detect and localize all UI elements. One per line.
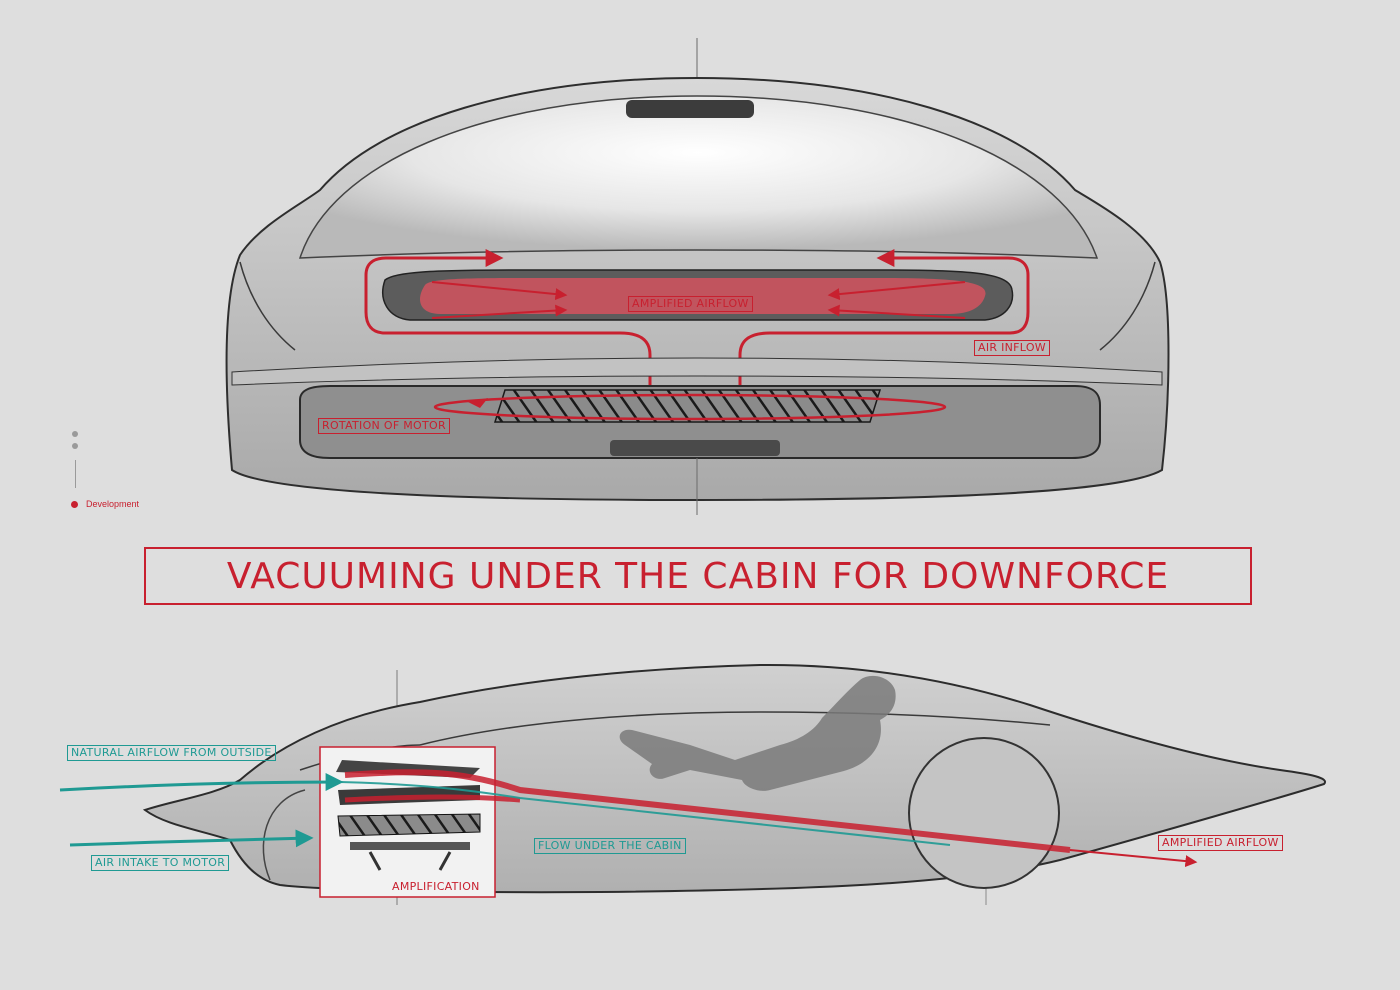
active-section-label[interactable]: Development: [86, 499, 140, 509]
side-view-sketch: [59, 663, 1327, 905]
label-air-inflow: AIR INFLOW: [974, 340, 1050, 356]
label-amplified-airflow-front: AMPLIFIED AIRFLOW: [628, 296, 753, 312]
label-flow-under-cabin: FLOW UNDER THE CABIN: [534, 838, 686, 854]
pager-dot-1[interactable]: [72, 431, 78, 437]
title-box: VACUUMING UNDER THE CABIN FOR DOWNFORCE: [144, 547, 1252, 605]
page-title: VACUUMING UNDER THE CABIN FOR DOWNFORCE: [226, 555, 1170, 597]
label-natural-airflow: NATURAL AIRFLOW FROM OUTSIDE: [67, 745, 276, 761]
front-view-sketch: [225, 38, 1170, 515]
label-rotation-of-motor: ROTATION OF MOTOR: [318, 418, 450, 434]
pager-dot-2[interactable]: [72, 443, 78, 449]
label-amplification: AMPLIFICATION: [392, 880, 480, 893]
active-section-dot[interactable]: [71, 501, 78, 508]
label-amplified-airflow-side: AMPLIFIED AIRFLOW: [1158, 835, 1283, 851]
label-air-intake: AIR INTAKE TO MOTOR: [91, 855, 230, 871]
pager-line: [75, 460, 76, 488]
